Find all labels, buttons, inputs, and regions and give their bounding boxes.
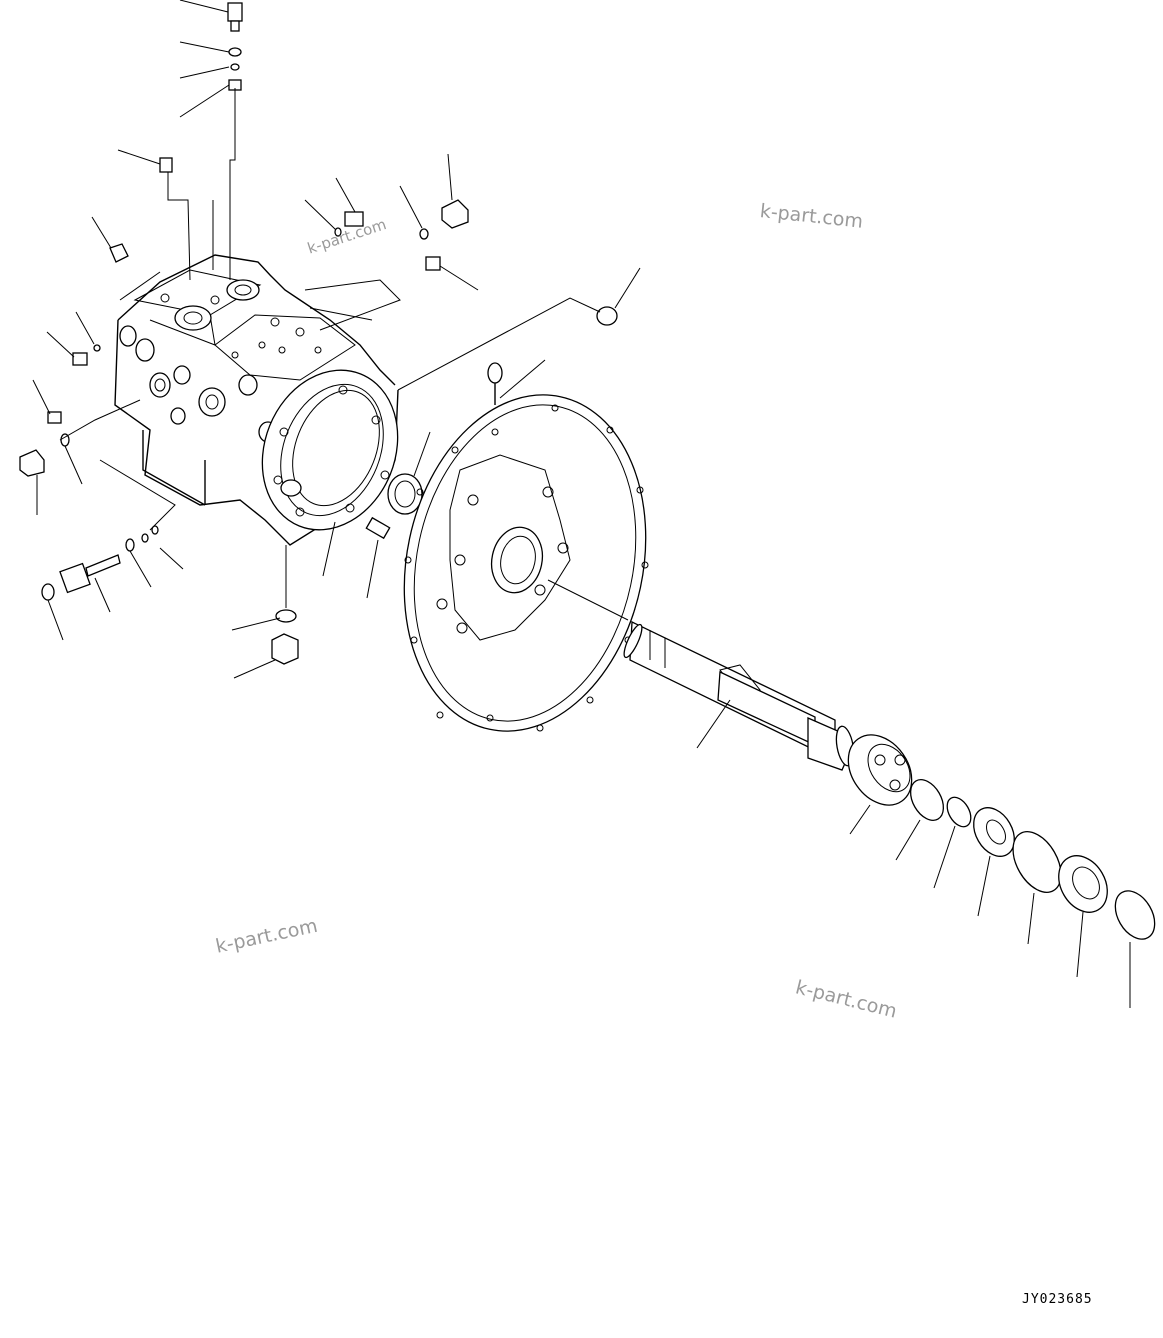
o-ring-top xyxy=(228,47,242,57)
bearing xyxy=(973,807,1015,857)
bushing xyxy=(387,473,423,515)
figure-code: JY023685 xyxy=(1022,1292,1093,1307)
adjusting-screw xyxy=(85,554,121,577)
pin xyxy=(365,516,391,540)
drive-shaft xyxy=(623,620,855,771)
cap-nut xyxy=(41,583,55,601)
snap-ring-3 xyxy=(1114,890,1156,940)
plug-left-1 xyxy=(159,157,173,173)
plug-left-4 xyxy=(19,449,45,477)
eye-bolt xyxy=(487,362,503,384)
drain-plug xyxy=(271,633,299,665)
o-ring-bottom xyxy=(275,609,297,623)
plug-top-right-3 xyxy=(425,256,441,271)
bolt-left xyxy=(72,352,88,366)
o-ring-large xyxy=(1012,831,1062,893)
snap-ring-1 xyxy=(909,779,945,821)
pump-body xyxy=(114,254,399,546)
plug-left-3 xyxy=(47,411,62,424)
shaft-parts xyxy=(847,734,1156,940)
coupling xyxy=(847,734,913,806)
leader-lines xyxy=(32,0,1131,1008)
cap-right xyxy=(596,306,618,326)
lock-nut xyxy=(59,562,91,594)
plug-left-2 xyxy=(109,243,129,263)
snap-ring-2 xyxy=(946,796,972,828)
plug-top-right-1 xyxy=(344,211,364,227)
oil-seal xyxy=(1058,855,1108,913)
plug-top xyxy=(227,2,243,22)
fittings xyxy=(19,2,618,665)
flywheel-housing xyxy=(403,394,649,732)
plug-top-right-2 xyxy=(441,199,469,229)
